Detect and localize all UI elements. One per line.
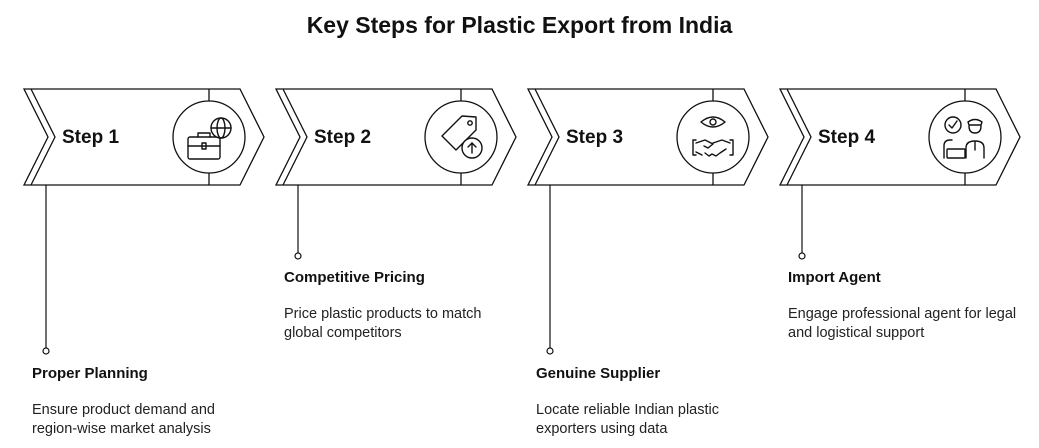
step-1-description: Ensure product demand and region-wise ma… bbox=[32, 402, 215, 437]
step-1-title: Proper Planning bbox=[32, 365, 148, 382]
step-1-chevron-inner-line bbox=[30, 88, 56, 186]
step-2-group bbox=[274, 88, 517, 260]
step-1-label: Step 1 bbox=[62, 127, 120, 148]
step-1-connector-dot bbox=[42, 347, 50, 355]
step-2-title: Competitive Pricing bbox=[284, 269, 425, 286]
step-4-icon-circle bbox=[928, 100, 1002, 174]
step-3-label: Step 3 bbox=[566, 127, 624, 148]
step-3-description: Locate reliable Indian plastic exporters… bbox=[536, 402, 719, 437]
step-4-title: Import Agent bbox=[788, 269, 881, 286]
step-3-title: Genuine Supplier bbox=[536, 365, 661, 382]
step-4-label: Step 4 bbox=[818, 127, 876, 148]
agent-check-icon bbox=[943, 116, 985, 159]
step-2-label: Step 2 bbox=[314, 127, 372, 148]
step-4-connector-dot bbox=[798, 252, 806, 260]
step-4-chevron-inner-line bbox=[786, 88, 812, 186]
step-3-connector-dot bbox=[546, 347, 554, 355]
step-3-chevron-inner-line bbox=[534, 88, 560, 186]
step-4-description: Engage professional agent for legal and … bbox=[788, 306, 1017, 341]
step-2-description: Price plastic products to match global c… bbox=[284, 306, 482, 341]
price-tag-arrow-up-icon bbox=[441, 115, 483, 159]
step-4-group bbox=[778, 88, 1021, 260]
step-2-connector-dot bbox=[294, 252, 302, 260]
briefcase-globe-icon bbox=[187, 117, 232, 160]
step-2-chevron-inner-line bbox=[282, 88, 308, 186]
diagram-title: Key Steps for Plastic Export from India bbox=[306, 12, 733, 38]
handshake-eye-icon bbox=[692, 116, 734, 157]
step-1-group bbox=[22, 88, 265, 355]
step-2-icon-circle bbox=[424, 100, 498, 174]
step-3-icon-circle bbox=[676, 100, 750, 174]
step-3-group bbox=[526, 88, 769, 355]
